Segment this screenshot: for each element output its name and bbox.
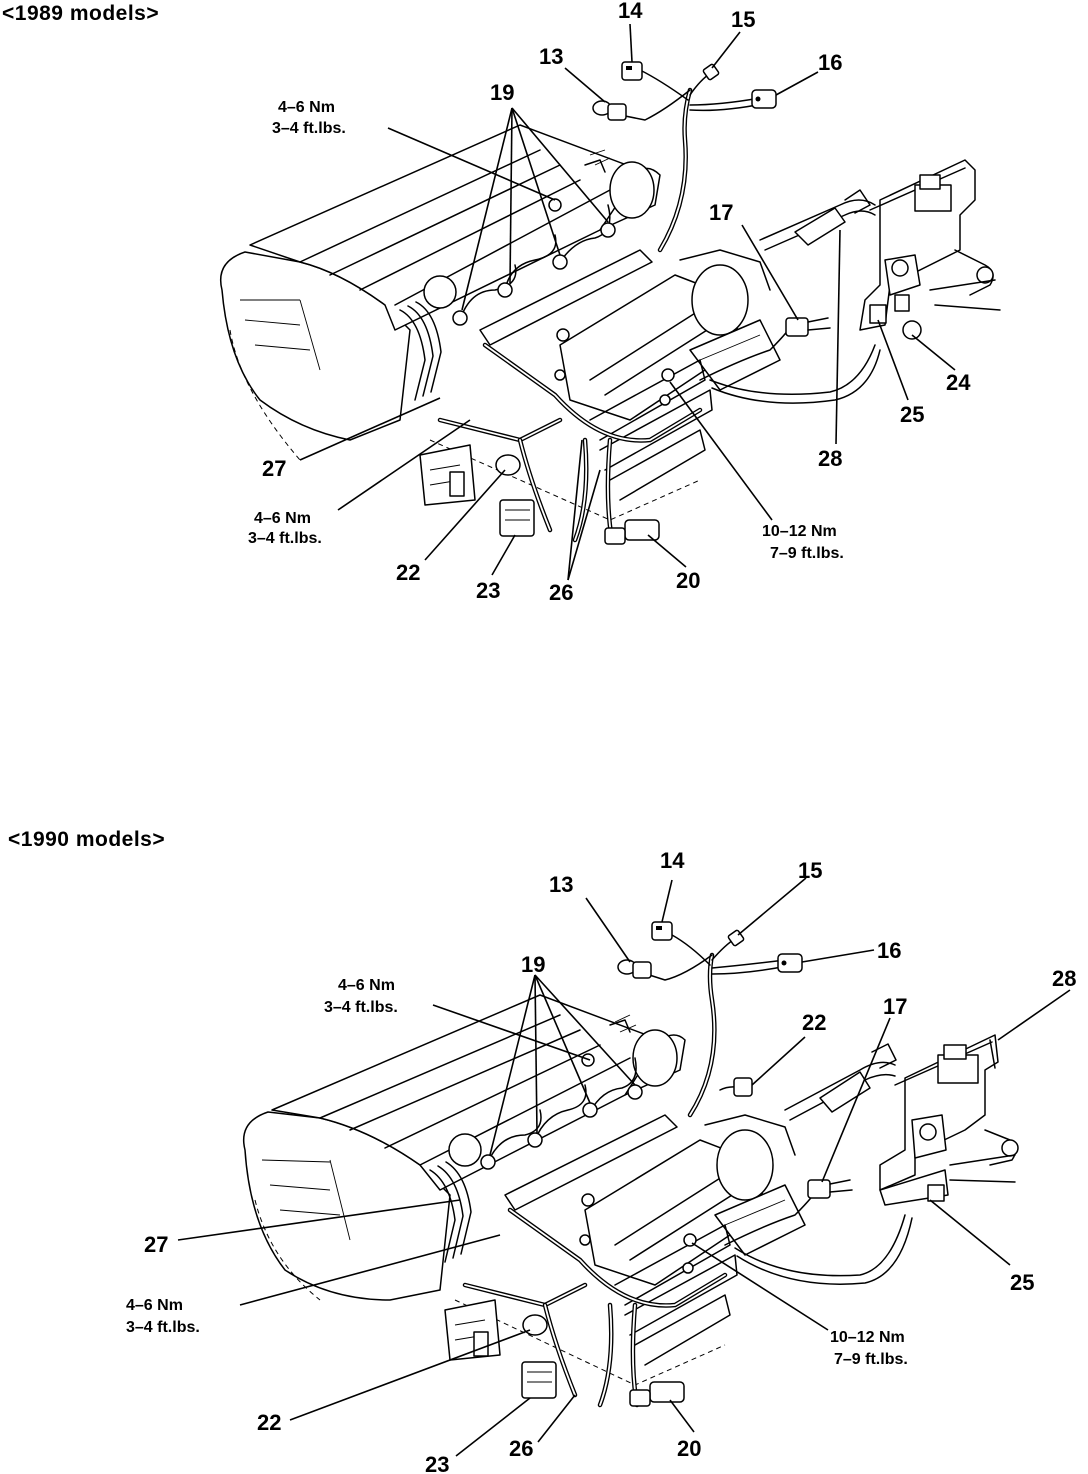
connector-16 (777, 953, 803, 973)
callout-15: 15 (731, 7, 755, 32)
torque-nm: 4–6 Nm (278, 99, 335, 116)
panel-heading: <1989 models> (2, 2, 160, 25)
callout-27: 27 (144, 1232, 168, 1257)
torque-nm: 4–6 Nm (338, 977, 395, 994)
torque-ftlbs: 3–4 ft.lbs. (248, 530, 322, 547)
callout-17: 17 (709, 200, 733, 225)
connector-23 (521, 1361, 557, 1399)
callout-17: 17 (883, 994, 907, 1019)
callout-15: 15 (798, 858, 822, 883)
connector-23 (499, 499, 535, 537)
callout-26: 26 (509, 1436, 533, 1461)
leader-lines (177, 877, 1071, 1457)
callout-19: 19 (490, 80, 514, 105)
callout-19: 19 (521, 952, 545, 977)
bolts (548, 198, 675, 406)
callout-16: 16 (818, 50, 842, 75)
torque-ftlbs: 3–4 ft.lbs. (324, 999, 398, 1016)
engine-harness-diagram-1990: 13 14 15 16 17 19 20 22 22 23 25 26 27 2… (126, 848, 1076, 1474)
callout-14: 14 (660, 848, 685, 873)
callout-22-upper: 22 (802, 1010, 826, 1035)
torque-nm: 10–12 Nm (762, 523, 837, 540)
connector-20 (604, 519, 660, 545)
callout-22: 22 (396, 560, 420, 585)
callout-26: 26 (549, 580, 573, 605)
callout-25: 25 (900, 402, 924, 427)
callout-23: 23 (425, 1452, 449, 1474)
callout-28: 28 (1052, 966, 1076, 991)
callout-24: 24 (946, 370, 971, 395)
engine-harness-diagram-1989: 13 14 15 16 17 19 20 22 23 24 25 26 27 2… (220, 0, 1001, 605)
connector-22 (495, 454, 521, 476)
connector-16 (751, 89, 777, 109)
callout-28: 28 (818, 446, 842, 471)
panel-1990-models: <1990 models> (0, 820, 1088, 1474)
engine-illustration (220, 124, 1001, 521)
connector-17 (785, 317, 831, 337)
wiring-harness (437, 69, 881, 543)
callout-23: 23 (476, 578, 500, 603)
callout-13: 13 (549, 872, 573, 897)
connector-17 (807, 1179, 853, 1199)
connector-14 (651, 921, 673, 941)
engine-illustration (243, 994, 1019, 1386)
torque-ftlbs: 7–9 ft.lbs. (770, 545, 844, 562)
callout-20: 20 (676, 568, 700, 593)
callout-20: 20 (677, 1436, 701, 1461)
connectors (521, 921, 853, 1407)
callout-14: 14 (618, 0, 643, 23)
callout-numbers: 13 14 15 16 17 19 20 22 23 24 25 26 27 2… (262, 0, 971, 605)
callout-13: 13 (539, 44, 563, 69)
connector-15 (702, 63, 720, 81)
torque-specs: 4–6 Nm 3–4 ft.lbs. 4–6 Nm 3–4 ft.lbs. 10… (248, 99, 844, 562)
connector-14 (621, 61, 643, 81)
connector-20 (629, 1381, 685, 1407)
callout-22-lower: 22 (257, 1410, 281, 1435)
torque-ftlbs: 3–4 ft.lbs. (126, 1319, 200, 1336)
connector-22-upper (733, 1077, 753, 1097)
callout-25: 25 (1010, 1270, 1034, 1295)
panel-1989-models: <1989 models> (0, 0, 1088, 700)
torque-nm: 4–6 Nm (126, 1297, 183, 1314)
leader-lines (299, 23, 956, 581)
callout-16: 16 (877, 938, 901, 963)
torque-nm: 4–6 Nm (254, 510, 311, 527)
callout-27: 27 (262, 456, 286, 481)
torque-ftlbs: 7–9 ft.lbs. (834, 1351, 908, 1368)
panel-heading: <1990 models> (8, 828, 166, 851)
connector-13 (592, 100, 627, 121)
connector-13 (617, 959, 652, 979)
callout-numbers: 13 14 15 16 17 19 20 22 22 23 25 26 27 2… (144, 848, 1076, 1474)
torque-ftlbs: 3–4 ft.lbs. (272, 120, 346, 137)
torque-specs: 4–6 Nm 3–4 ft.lbs. 4–6 Nm 3–4 ft.lbs. 10… (126, 977, 908, 1368)
torque-nm: 10–12 Nm (830, 1329, 905, 1346)
